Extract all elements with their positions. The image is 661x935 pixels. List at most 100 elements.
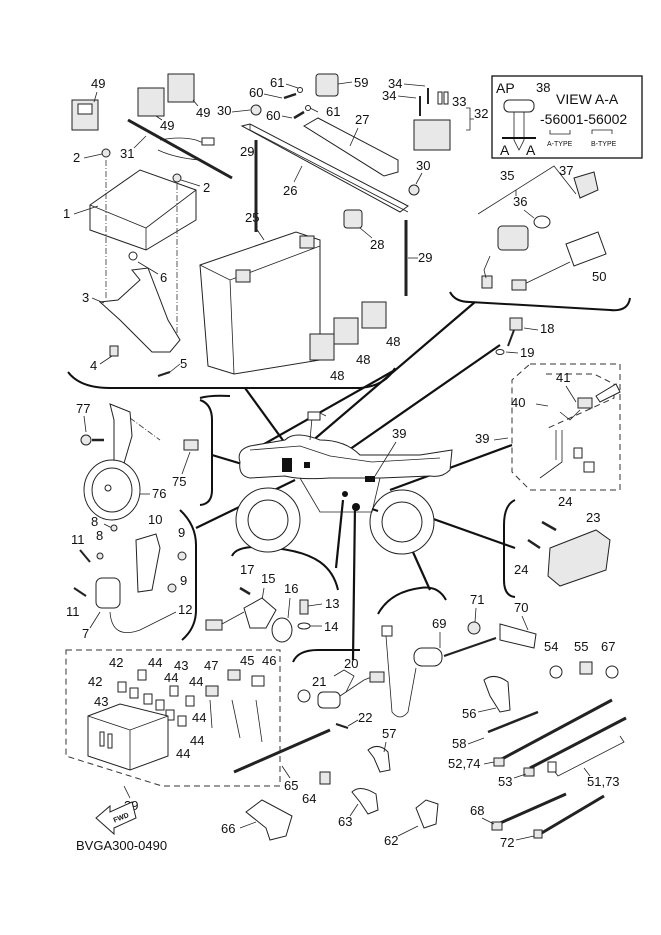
label-45: 45	[240, 653, 254, 668]
label-43: 43	[94, 694, 108, 709]
label-35: 35	[500, 168, 514, 183]
section-mark-a: A	[526, 142, 536, 158]
label-34: 34	[382, 88, 396, 103]
label-13: 13	[325, 596, 339, 611]
key-icon	[503, 99, 535, 113]
label-6: 6	[160, 270, 167, 285]
neutral-switch-18-19: 18 19	[495, 317, 554, 360]
label-66: 66	[221, 821, 235, 836]
label-8: 8	[96, 528, 103, 543]
label-17: 17	[240, 562, 254, 577]
fwd-arrow: FWD	[95, 801, 137, 836]
label-12: 12	[178, 602, 192, 617]
ecu-1: 1	[63, 169, 197, 251]
label-39: 39	[475, 431, 489, 446]
label-56: 56	[462, 706, 476, 721]
label-7: 7	[82, 626, 89, 641]
label-40: 40	[511, 395, 525, 410]
horn-group-outline	[199, 399, 213, 506]
label-21: 21	[312, 674, 326, 689]
label-48: 48	[356, 352, 370, 367]
label-34: 34	[388, 76, 402, 91]
label-57: 57	[382, 726, 396, 741]
label-49: 49	[160, 118, 174, 133]
horn-group: 77 75 76	[76, 401, 199, 521]
view-prefix: AP	[496, 80, 515, 96]
label-24: 24	[514, 562, 528, 577]
view-part-numbers: -56001-56002	[540, 111, 627, 127]
sensor-group-outline	[231, 545, 339, 591]
fuse-box-group: 42 42 43 44 44 43 44 47 45 46 44 44 44	[65, 649, 281, 813]
misc-parts-group: 69 71 70 54 55 67 56 58 52,74 53 51,73	[381, 592, 627, 850]
relay-48-group: 48 48 48	[309, 301, 400, 383]
type-b-label: B-TYPE	[591, 141, 617, 148]
atv-illustration: 39	[235, 411, 453, 555]
label-16: 16	[284, 581, 298, 596]
label-15: 15	[261, 571, 275, 586]
label-42: 42	[109, 655, 123, 670]
clamps-group-outline	[377, 586, 447, 615]
harness-group: 41 40 39	[475, 363, 621, 491]
label-44: 44	[164, 670, 178, 685]
label-2: 2	[203, 180, 210, 195]
label-30: 30	[416, 158, 430, 173]
view-title: VIEW A-A	[556, 91, 619, 107]
a-type-icon	[549, 130, 571, 135]
label-44: 44	[176, 746, 190, 761]
label-60: 60	[266, 108, 280, 123]
label-8: 8	[91, 514, 98, 529]
label-22: 22	[358, 710, 372, 725]
label-36: 36	[513, 194, 527, 209]
label-43: 43	[174, 658, 188, 673]
b-type-icon	[591, 129, 613, 134]
label-26: 26	[283, 183, 297, 198]
ignition-switch-group: 35 36 37 50	[477, 163, 607, 291]
label-58: 58	[452, 736, 466, 751]
label-44: 44	[192, 710, 206, 725]
label-44: 44	[189, 674, 203, 689]
label-41: 41	[556, 370, 570, 385]
label-37: 37	[559, 163, 573, 178]
label-46: 46	[262, 653, 276, 668]
label-48: 48	[386, 334, 400, 349]
speed-sensor-group: 20 21 22	[297, 656, 385, 729]
label-50: 50	[592, 269, 606, 284]
battery-25: 25	[199, 210, 321, 375]
label-62: 62	[384, 833, 398, 848]
ignition-coil-group: 8 8 10 9 9 11 11 7 12	[66, 512, 192, 641]
label-31: 31	[120, 146, 134, 161]
label-64: 64	[302, 791, 316, 806]
label-65: 65	[284, 778, 298, 793]
label-3: 3	[82, 290, 89, 305]
label-39-atv: 39	[392, 426, 406, 441]
label-63: 63	[338, 814, 352, 829]
label-28: 28	[370, 237, 384, 252]
section-mark-a: A	[500, 142, 510, 158]
label-48: 48	[330, 368, 344, 383]
label-11: 11	[66, 604, 80, 619]
relay-group-outline	[199, 394, 231, 399]
label-44: 44	[190, 733, 204, 748]
label-61: 61	[326, 104, 340, 119]
label-5: 5	[180, 356, 187, 371]
type-a-label: A-TYPE	[547, 141, 573, 148]
label-77: 77	[76, 401, 90, 416]
label-19: 19	[520, 345, 534, 360]
label-9: 9	[180, 573, 187, 588]
label-49: 49	[91, 76, 105, 91]
label-49: 49	[196, 105, 210, 120]
label-27: 27	[355, 112, 369, 127]
label-29: 29	[240, 144, 254, 159]
label-44: 44	[148, 655, 162, 670]
label-53: 53	[498, 774, 512, 789]
clamps-group: 65 64 57 66 63 62	[221, 726, 439, 848]
label-23: 23	[586, 510, 600, 525]
label-61: 61	[270, 75, 284, 90]
diagram-code: BVGA300-0490	[76, 838, 167, 853]
label-42: 42	[88, 674, 102, 689]
label-72: 72	[500, 835, 514, 850]
label-71: 71	[470, 592, 484, 607]
label-38: 38	[536, 80, 550, 95]
label-1: 1	[63, 206, 70, 221]
label-59: 59	[354, 75, 368, 90]
